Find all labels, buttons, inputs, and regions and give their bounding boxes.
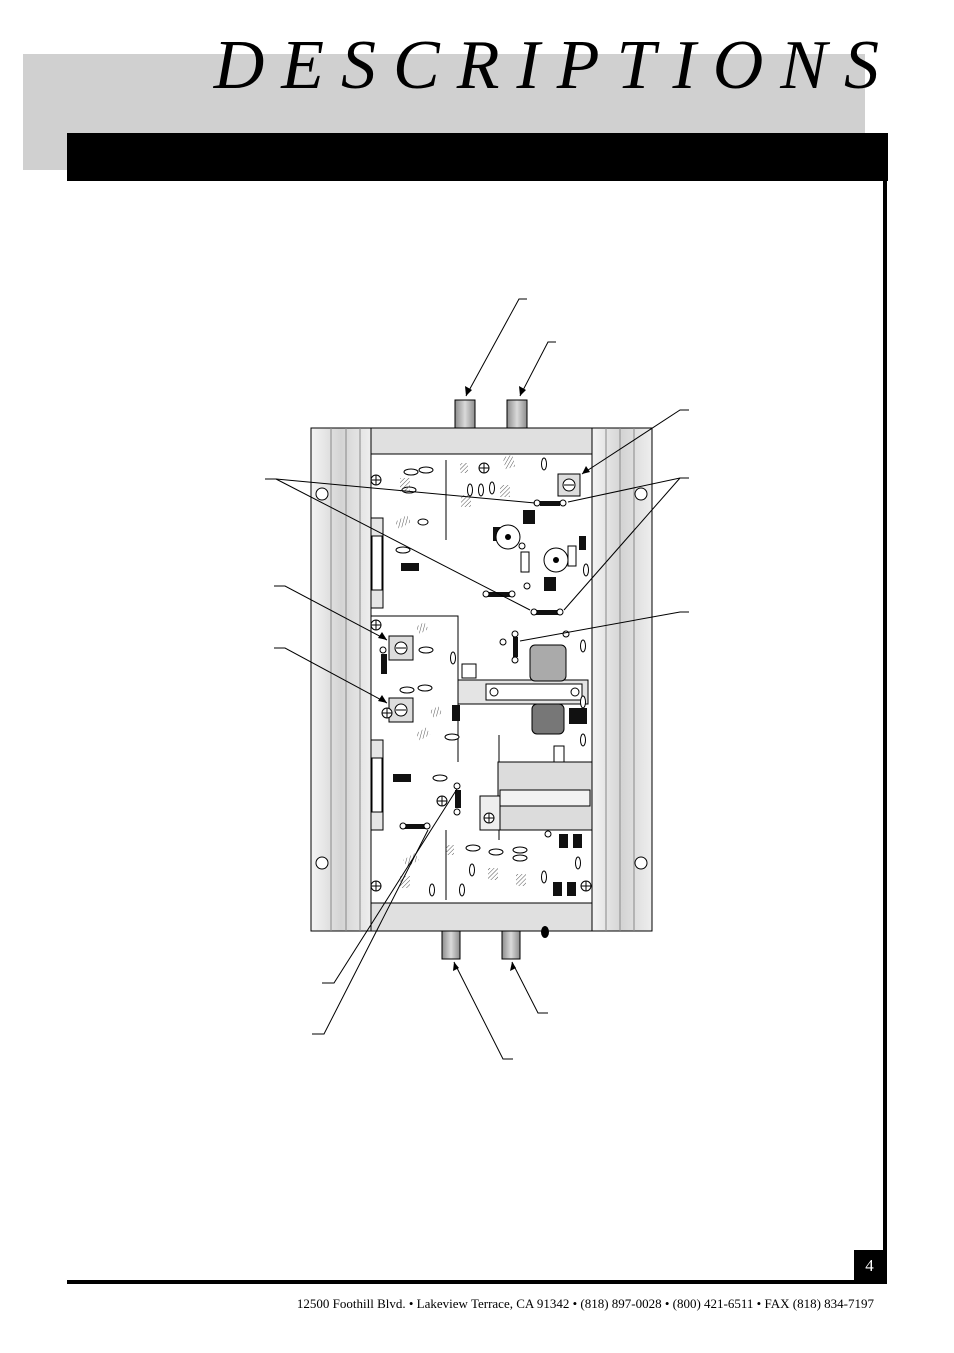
rf-connector-icon — [501, 930, 521, 960]
callout-leader — [453, 961, 513, 1060]
arrowhead-icon — [510, 962, 516, 971]
callout-leader — [519, 611, 689, 642]
callout-leader — [275, 478, 531, 611]
screw-icon — [370, 462, 592, 892]
footer-address: 12500 Foothill Blvd. • Lakeview Terrace,… — [296, 1296, 874, 1311]
callout-arrowheads — [378, 386, 590, 971]
footer-rule — [67, 1280, 887, 1284]
callout-leader — [519, 341, 556, 397]
callout-leader — [312, 829, 429, 1035]
callout-leader — [563, 477, 681, 611]
arrowhead-icon — [519, 386, 526, 396]
rf-connector-icon — [506, 399, 528, 429]
section-bar — [67, 133, 888, 181]
cable-grommet-icon — [541, 926, 549, 938]
callout-leader — [581, 409, 689, 475]
arrowhead-icon — [453, 962, 459, 971]
mounting-hole-icon — [634, 487, 648, 501]
callout-leaders — [265, 298, 689, 1060]
connector-group-top — [454, 399, 528, 429]
rf-connector-icon — [441, 930, 461, 960]
solder-pad-icon — [379, 499, 570, 838]
rf-connector-icon — [454, 399, 476, 429]
inductor-icon — [529, 644, 567, 682]
right-margin-rule — [883, 181, 887, 1284]
page-number: 4 — [854, 1250, 885, 1282]
arrowhead-icon — [465, 386, 472, 396]
left-heatsink-fin — [310, 427, 372, 932]
callout-leader — [465, 298, 527, 397]
callout-leader — [511, 961, 548, 1014]
right-heatsink-fin — [591, 427, 653, 932]
mounting-hole-icon — [315, 856, 329, 870]
arrowhead-icon — [378, 695, 387, 703]
resistor-icon — [394, 454, 526, 888]
connector-group-bottom — [441, 926, 549, 960]
components — [370, 454, 593, 897]
callout-leader — [274, 585, 388, 641]
callout-leader — [274, 647, 388, 704]
arrowhead-icon — [582, 466, 590, 474]
mounting-hole-icon — [315, 487, 329, 501]
arrowhead-icon — [378, 632, 387, 640]
page-title: DESCRIPTIONS — [213, 27, 896, 104]
passive-component-icon — [395, 457, 589, 897]
mounting-hole-icon — [634, 856, 648, 870]
